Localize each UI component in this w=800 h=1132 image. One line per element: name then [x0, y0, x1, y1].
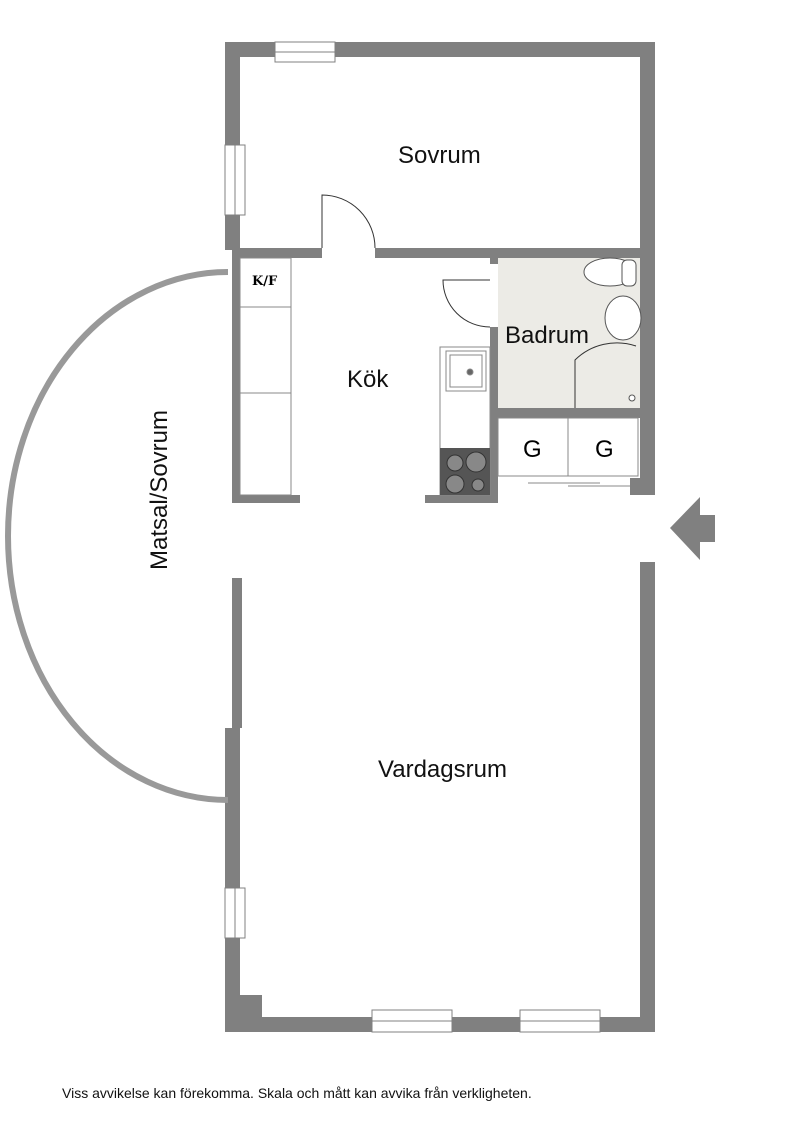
fridge-freezer-label: K/F [252, 274, 278, 289]
room-label-kok: Kök [347, 366, 389, 393]
room-label-vardagsrum: Vardagsrum [378, 756, 507, 783]
walls [225, 42, 655, 1032]
closet-label: G [595, 436, 614, 463]
room-label-sovrum: Sovrum [398, 142, 481, 169]
entrance-arrow-icon [670, 497, 715, 560]
kitchen-counter [239, 257, 491, 496]
disclaimer: Viss avvikelse kan förekomma. Skala och … [62, 1085, 532, 1101]
closet-label: G [523, 436, 542, 463]
windows [224, 41, 601, 1033]
doors [321, 194, 637, 408]
room-divider-arc [5, 269, 229, 803]
bathroom-fixtures [583, 257, 642, 402]
room-label-badrum: Badrum [505, 322, 590, 349]
room-label-matsal: Matsal/Sovrum [146, 409, 174, 571]
stove [440, 448, 490, 495]
closets [497, 417, 639, 487]
washbasin [604, 295, 642, 341]
